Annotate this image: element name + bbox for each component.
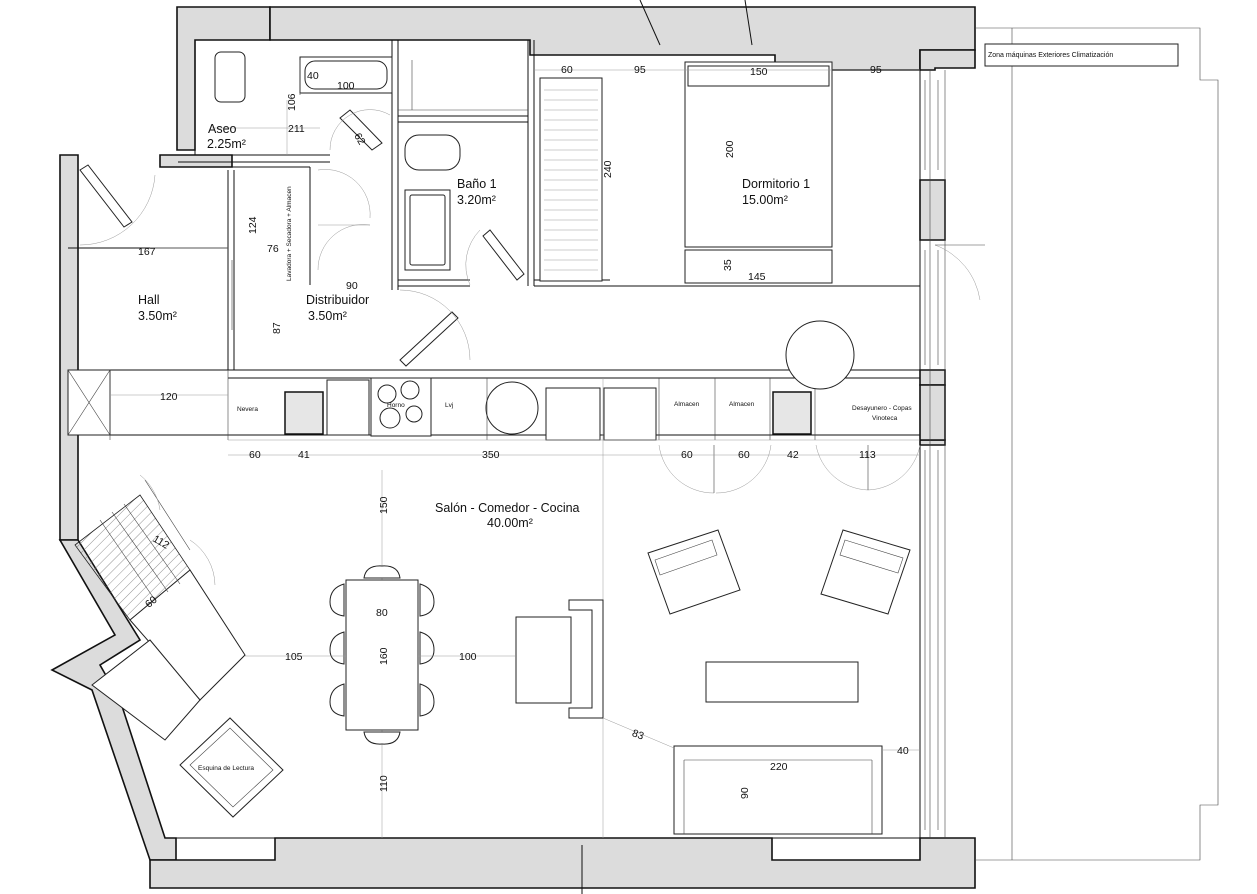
distribuidor-area: 3.50m²: [308, 309, 347, 323]
esquina-lectura-label: Esquina de Lectura: [198, 765, 254, 772]
hall-door: [79, 164, 156, 246]
dim-aseo-62: 62: [351, 131, 367, 147]
hall-name: Hall: [138, 293, 160, 307]
dim-k-60b: 60: [681, 449, 693, 461]
nevera-label: Nevera: [237, 406, 258, 413]
dim-k-113: 113: [859, 449, 876, 461]
kitchen-counter: [67, 320, 920, 441]
bano1-name: Baño 1: [457, 177, 497, 191]
bedroom-door: [934, 244, 985, 301]
dim-dorm-240: 240: [602, 160, 614, 178]
distribuidor-name: Distribuidor: [306, 293, 369, 307]
dim-dorm-95a: 95: [634, 64, 646, 76]
dim-aseo-106: 106: [286, 93, 298, 111]
dim-dorm-35: 35: [722, 259, 734, 271]
almacen1-label: Almacen: [674, 401, 700, 408]
dim-dorm-145: 145: [748, 271, 766, 283]
dormitorio1-area: 15.00m²: [742, 193, 788, 207]
dim-s-83: 83: [630, 727, 645, 742]
dim-k-60c: 60: [738, 449, 750, 461]
dim-dorm-95b: 95: [870, 64, 882, 76]
salon-area: 40.00m²: [487, 516, 533, 530]
almacen2-label: Almacen: [729, 401, 755, 408]
desayunero-label-2: Vinoteca: [872, 415, 898, 422]
tv-unit: [515, 599, 604, 719]
dim-s-40: 40: [897, 745, 909, 757]
wardrobe: [539, 77, 603, 282]
dim-s-220: 220: [770, 761, 788, 773]
hall-area: 3.50m²: [138, 309, 177, 323]
dim-aseo-211: 211: [288, 123, 305, 135]
kitchen-cabinet-doors: [658, 444, 921, 494]
armchair-right: [820, 529, 911, 615]
aseo-name: Aseo: [208, 122, 237, 136]
terrace: [929, 27, 1219, 861]
dim-aseo-100: 100: [337, 80, 355, 92]
lvj-label: Lvj: [445, 402, 453, 409]
coffee-table: [705, 661, 859, 703]
dim-s-80: 80: [376, 607, 388, 619]
stairs: [74, 474, 246, 741]
dim-s-150: 150: [378, 496, 390, 514]
zona-maquinas-label: Zona máquinas Exteriores Climatización: [988, 52, 1113, 59]
sofa: [673, 745, 883, 835]
dim-k-350: 350: [482, 449, 500, 461]
distribuidor-doors: [231, 169, 471, 367]
dim-dist-124: 124: [247, 216, 259, 234]
dim-s-110: 110: [378, 775, 390, 792]
dim-dorm-150: 150: [750, 66, 768, 78]
desayunero-label-1: Desayunero - Copas: [852, 405, 912, 412]
section-marks: [581, 0, 753, 894]
bano1-area: 3.20m²: [457, 193, 496, 207]
salon-name: Salón - Comedor - Cocina: [435, 501, 580, 515]
horno-label: Horno: [387, 402, 405, 409]
windows-right: [924, 80, 939, 830]
dim-aseo-40: 40: [307, 70, 319, 82]
dim-k-41: 41: [298, 449, 310, 461]
interior-walls: [68, 40, 921, 839]
aseo-area: 2.25m²: [207, 137, 246, 151]
dim-k-60a: 60: [249, 449, 261, 461]
aseo-fixtures: [212, 51, 393, 155]
lavadora-label: Lavadora + Secadora + Almacen: [286, 186, 293, 281]
dim-s-100: 100: [459, 651, 477, 663]
dim-dorm-60: 60: [561, 64, 573, 76]
dim-dist-87: 87: [271, 322, 283, 334]
armchair-left: [647, 529, 741, 615]
bano-fixtures: [398, 60, 528, 286]
reading-chair: [179, 717, 284, 818]
dim-s-160: 160: [378, 647, 390, 665]
dim-s-90: 90: [739, 787, 751, 799]
bed: [684, 61, 833, 284]
dim-s-105: 105: [285, 651, 303, 663]
dormitorio1-name: Dormitorio 1: [742, 177, 810, 191]
dim-hall-167: 167: [138, 246, 156, 258]
dim-dist-76: 76: [267, 243, 279, 255]
dim-k-42: 42: [787, 449, 799, 461]
dim-dorm-200: 200: [724, 140, 736, 158]
dim-hall-120: 120: [160, 391, 178, 403]
dim-dist-90: 90: [346, 280, 358, 292]
